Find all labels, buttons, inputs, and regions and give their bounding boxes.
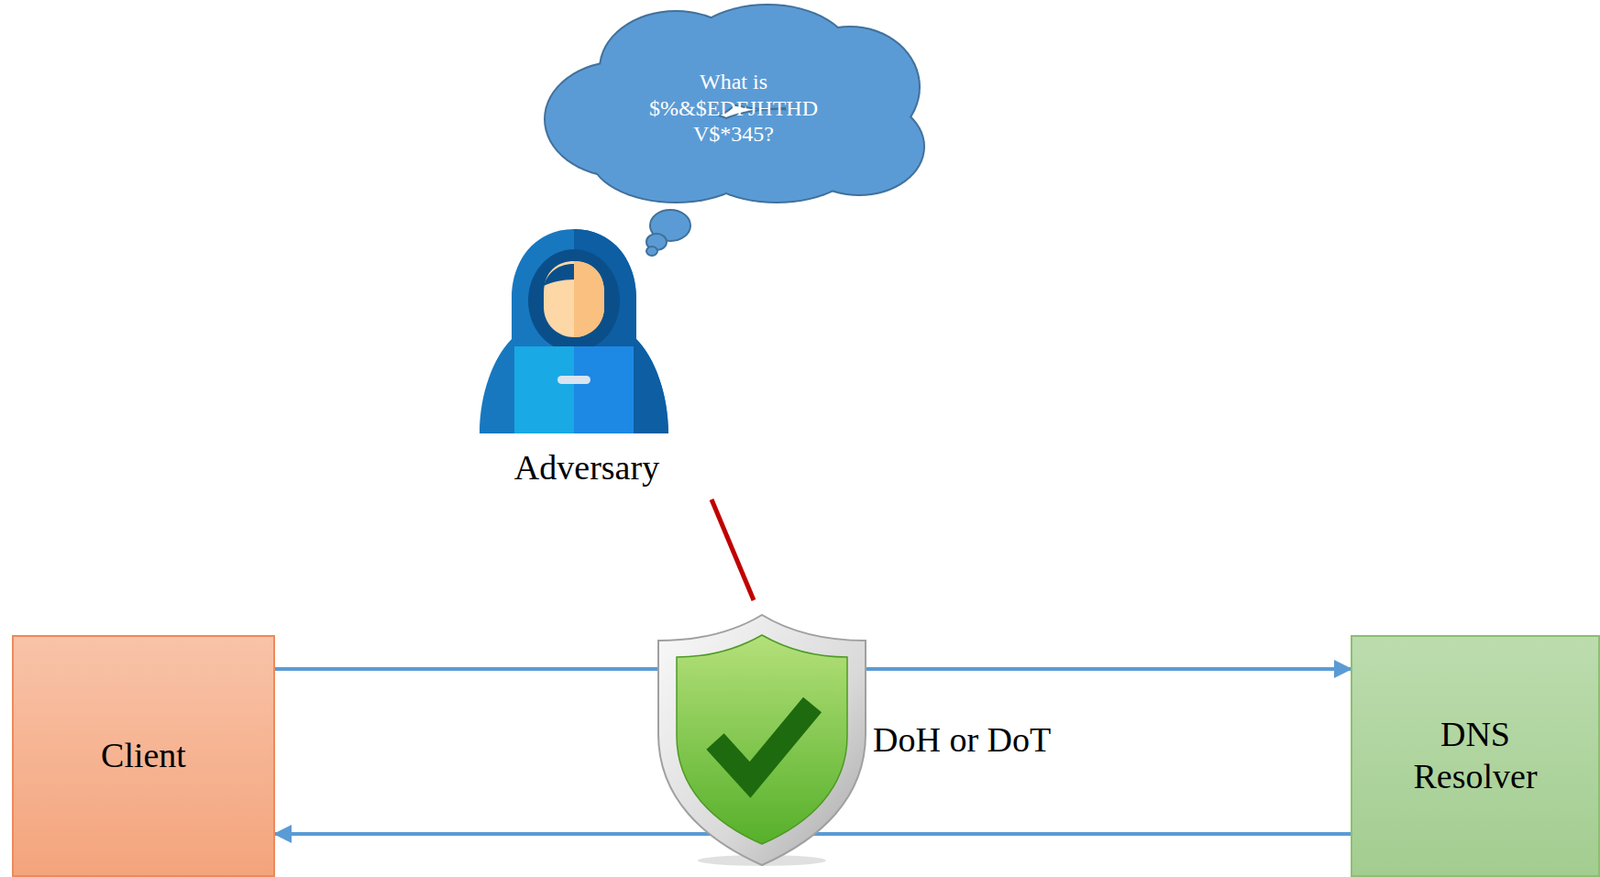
- label-text: DoH or DoT: [872, 720, 1051, 760]
- resolver-box: DNS Resolver: [1350, 635, 1600, 877]
- node-text: DNS Resolver: [1400, 714, 1552, 798]
- node-text: What is $%&$EDFJHTHD V$*345?: [637, 68, 830, 148]
- thought-bubbles: [646, 209, 691, 256]
- client-box: Client: [11, 635, 276, 877]
- node-text: Client: [100, 735, 187, 778]
- hacker-icon: [479, 229, 669, 434]
- actor-label: Adversary: [514, 447, 660, 488]
- label-text: Adversary: [514, 448, 660, 487]
- thought-cloud: What is $%&$EDFJHTHD V$*345?: [538, 0, 929, 204]
- protocol-label: DoH or DoT: [872, 719, 1051, 761]
- eavesdrop-line: [711, 499, 754, 601]
